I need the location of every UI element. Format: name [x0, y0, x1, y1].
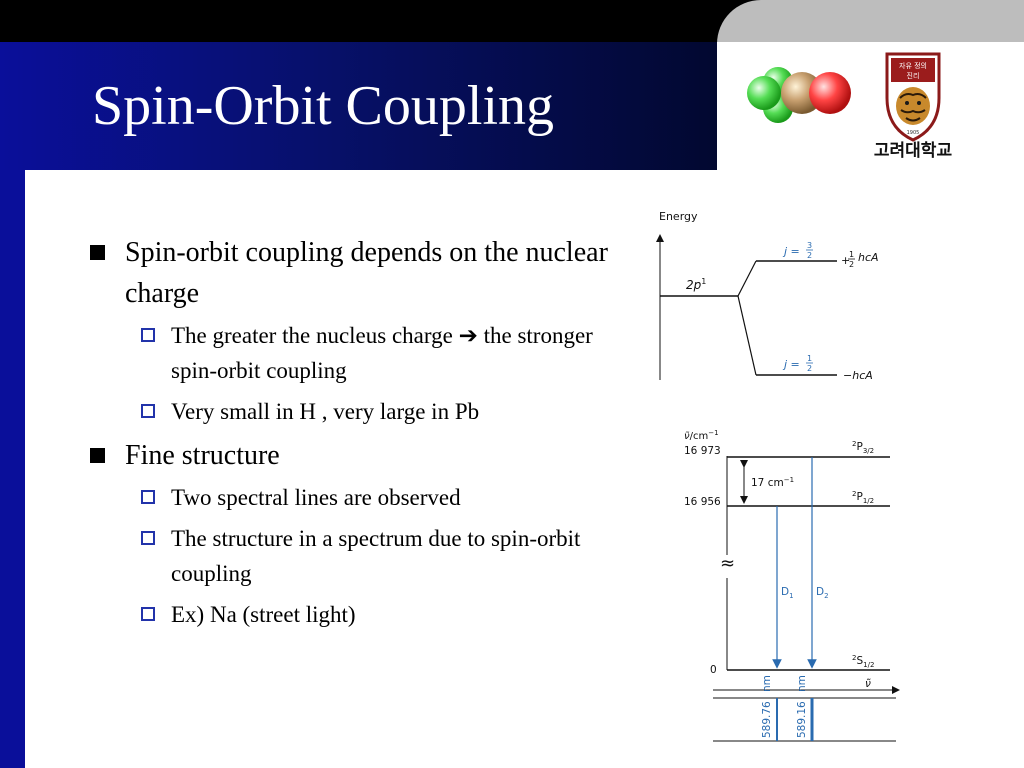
slide-title: Spin-Orbit Coupling	[92, 75, 555, 137]
hollow-square-bullet-icon	[141, 404, 155, 418]
sub-bullet-text: Very small in H , very large in Pb	[171, 399, 480, 424]
svg-text:j =: j =	[782, 358, 800, 371]
square-bullet-icon	[90, 448, 105, 463]
svg-text:3: 3	[807, 241, 812, 250]
upper-level-j-label: j = 3 2	[782, 241, 813, 260]
level-2p12-label: 2P1/2	[852, 490, 874, 505]
spin-orbit-diagrams: Energy 2p1 j = 3 2 + 1 2 hcA j = 1 2 −hc…	[656, 210, 900, 742]
tick-16973: 16 973	[684, 445, 721, 457]
svg-text:1905: 1905	[907, 130, 920, 136]
sodium-d-line-diagram: ν̃/cm−1 16 973 16 956 0 ≈ 2P3/2 2P1/2 2S…	[684, 429, 900, 742]
sub-bullet-text: The structure in a spectrum due to spin-…	[171, 526, 581, 586]
svg-text:2: 2	[807, 251, 812, 260]
svg-text:2: 2	[849, 260, 854, 269]
left-band	[0, 170, 25, 768]
tick-16956: 16 956	[684, 496, 721, 508]
svg-text:1: 1	[807, 354, 812, 363]
svg-text:+: +	[841, 254, 850, 267]
hollow-square-bullet-icon	[141, 531, 155, 545]
d1-wavelength-unit: nm	[761, 675, 773, 692]
sub-bullet-text: The greater the nucleus charge	[171, 323, 453, 348]
sub-bullet-item: Ex) Na (street light)	[138, 597, 635, 632]
split-connector-lower	[737, 295, 757, 376]
level-2p32-label: 2P3/2	[852, 440, 874, 455]
svg-text:2: 2	[807, 364, 812, 373]
slide-content: Spin-orbit coupling depends on the nucle…	[90, 232, 635, 638]
svg-text:자유 정의: 자유 정의	[899, 61, 927, 70]
university-name: 고려대학교	[874, 141, 953, 161]
tick-zero: 0	[710, 664, 717, 676]
bullet-item: Spin-orbit coupling depends on the nucle…	[90, 232, 635, 314]
sub-bullet-text: Two spectral lines are observed	[171, 485, 461, 510]
arrow-icon: ➔	[458, 323, 478, 348]
sub-bullet-item: Very small in H , very large in Pb	[138, 394, 635, 429]
sub-bullet-text: Ex) Na (street light)	[171, 602, 356, 627]
d2-wavelength-unit: nm	[796, 675, 808, 692]
d2-label: D2	[816, 586, 829, 600]
level-2s12-label: 2S1/2	[852, 654, 874, 669]
hollow-square-bullet-icon	[141, 607, 155, 621]
wavenumber-axis-label: ν̃/cm−1	[684, 429, 719, 442]
d1-label: D1	[781, 586, 794, 600]
bullet-text: Fine structure	[125, 440, 280, 471]
bullet-text: Spin-orbit coupling depends on the nucle…	[125, 237, 608, 309]
split-connector-upper	[737, 260, 757, 297]
sub-bullet-item: The structure in a spectrum due to spin-…	[138, 521, 635, 591]
unsplit-level-label: 2p1	[686, 277, 706, 292]
svg-text:hcA: hcA	[858, 251, 879, 264]
d1-wavelength-label: 589.76	[761, 701, 773, 738]
axis-break-mark: ≈	[720, 553, 735, 574]
d2-wavelength-label: 589.16	[796, 701, 808, 738]
hollow-square-bullet-icon	[141, 490, 155, 504]
university-seal-logo: 자유 정의 진리 1905 고려대학교	[874, 52, 953, 161]
square-bullet-icon	[90, 245, 105, 260]
energy-axis-label: Energy	[659, 210, 698, 223]
svg-text:j =: j =	[782, 245, 800, 258]
bullet-item: Fine structure	[90, 435, 635, 476]
sub-bullet-text-continued: the stronger spin-orbit coupling	[171, 323, 593, 383]
lower-level-energy-label: −hcA	[843, 369, 873, 382]
splitting-gap-label: 17 cm−1	[751, 476, 794, 489]
corner-tab	[717, 0, 1024, 44]
energy-splitting-diagram: Energy 2p1 j = 3 2 + 1 2 hcA j = 1 2 −hc…	[656, 210, 879, 382]
svg-text:진리: 진리	[907, 71, 920, 80]
molecule-logo	[747, 67, 851, 123]
spectrum-axis-label: ν̃	[865, 678, 871, 690]
upper-level-energy-label: + 1 2 hcA	[841, 250, 879, 269]
hollow-square-bullet-icon	[141, 328, 155, 342]
sub-bullet-item: Two spectral lines are observed	[138, 480, 635, 515]
sub-bullet-item: The greater the nucleus charge ➔ the str…	[138, 318, 635, 388]
svg-text:1: 1	[849, 250, 854, 259]
title-header	[0, 42, 717, 170]
logo-group: 자유 정의 진리 1905 고려대학교	[747, 52, 953, 161]
lower-level-j-label: j = 1 2	[782, 354, 813, 373]
